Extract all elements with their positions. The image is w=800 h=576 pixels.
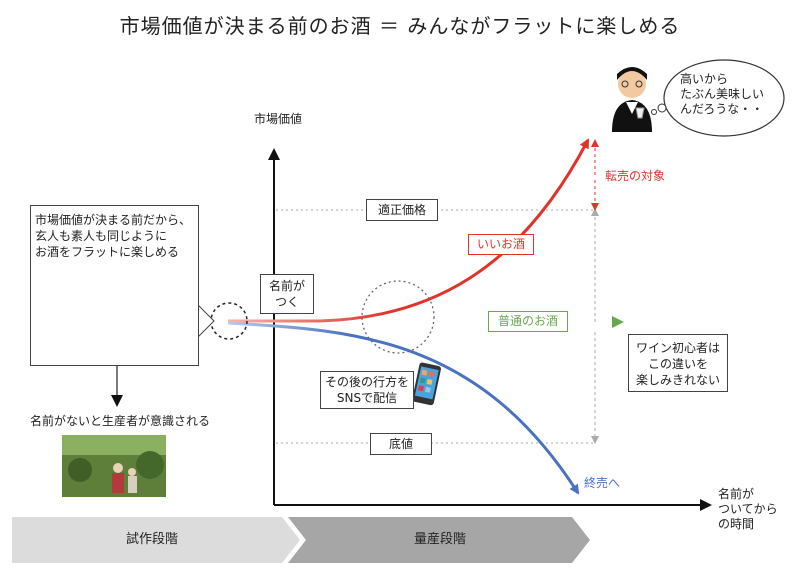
fair-price-label: 適正価格 — [366, 199, 438, 221]
floor-price-label: 底値 — [370, 433, 432, 455]
left-box-pointer — [197, 304, 215, 338]
sommelier-illustration — [612, 67, 652, 132]
end-of-sale-curve — [227, 321, 580, 495]
page-title: 市場価値が決まる前のお酒 ＝ みんながフラットに楽しめる — [119, 14, 681, 38]
good-wine-curve — [228, 138, 590, 323]
normal-wine-label: 普通のお酒 — [488, 311, 568, 332]
y-axis-label: 市場価値 — [254, 112, 303, 126]
phase-trial-shape — [12, 517, 300, 563]
end-of-sale-label: 終売へ — [584, 476, 621, 490]
sns-box: その後の行方を SNSで配信 — [320, 371, 414, 409]
naming-label: 名前が つく — [260, 274, 314, 314]
phase-trial-label: 試作段階 — [125, 532, 178, 547]
phase-mass-shape — [288, 517, 590, 563]
vineyard-photo — [62, 435, 166, 497]
smartphone-illustration — [412, 362, 441, 406]
x-axis-label: 名前が ついてから の時間 — [718, 487, 778, 531]
producer-caption: 名前がないと生産者が意識される — [29, 414, 210, 428]
divergence-circle — [361, 280, 435, 354]
good-wine-label: いいお酒 — [468, 234, 534, 255]
beginner-box: ワイン初心者は この違いを 楽しみきれない — [628, 334, 728, 392]
resale-label: 転売の対象 — [605, 169, 666, 183]
speech-text: 高いから たぶん美味しい んだろうな・・ — [680, 72, 765, 116]
speech-cloud — [651, 59, 785, 137]
left-explanation-box: 市場価値が決まる前だから、 玄人も素人も同じように お酒をフラットに楽しめる — [30, 205, 199, 366]
phase-mass-label: 量産段階 — [413, 532, 466, 547]
